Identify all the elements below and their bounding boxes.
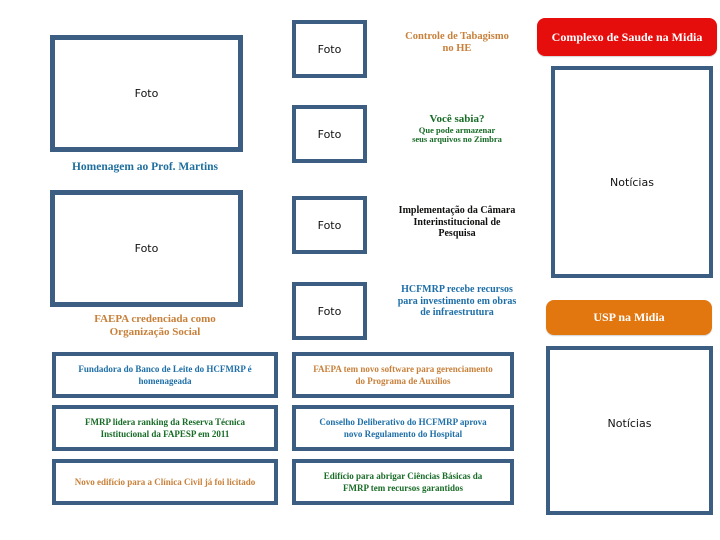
headline-faepa-credenciada: FAEPA credenciada como Organização Socia… [40, 313, 270, 339]
photo-placeholder-left-2[interactable]: Foto [50, 190, 243, 307]
news-card-line-2: do Programa de Auxílios [355, 376, 451, 386]
photo-caption: Foto [317, 218, 342, 232]
news-card-mid-2[interactable]: Conselho Deliberativo do HCFMRP aprova n… [292, 405, 514, 451]
photo-placeholder-mid-4[interactable]: Foto [292, 282, 367, 340]
news-box-label: Notícias [607, 417, 652, 430]
headline-line-3: de infraestrutura [420, 307, 494, 318]
news-card-line-1: Edifício para abrigar Ciências Básicas d… [323, 470, 483, 481]
photo-caption: Foto [317, 127, 342, 141]
news-box-complexo-saude[interactable]: Notícias [551, 66, 713, 278]
news-card-mid-1[interactable]: FAEPA tem novo software para gerenciamen… [292, 352, 514, 398]
headline-line-2: Organização Social [109, 326, 201, 339]
headline-line-2: Interinstitucional de [413, 216, 501, 228]
news-card-left-1[interactable]: Fundadora do Banco de Leite do HCFMRP é … [52, 352, 278, 398]
headline-line-1: Você sabia? [429, 113, 485, 125]
news-card-text: Novo edifício para a Clínica Civil já fo… [75, 476, 256, 488]
headline-line-3: seus arquivos no Zimbra [412, 134, 502, 145]
headline-homenagem: Homenagem ao Prof. Martins [71, 161, 219, 173]
photo-placeholder-left-1[interactable]: Foto [50, 35, 243, 152]
news-card-mid-3[interactable]: Edifício para abrigar Ciências Básicas d… [292, 459, 514, 505]
photo-caption: Foto [134, 87, 159, 100]
banner-complexo-saude-na-midia[interactable]: Complexo de Saude na Midia [537, 18, 717, 56]
news-card-line-2: homenageada [138, 376, 192, 386]
news-box-usp-midia[interactable]: Notícias [546, 346, 713, 515]
photo-caption: Foto [134, 242, 159, 255]
news-card-text: Fundadora do Banco de Leite do HCFMRP é … [78, 363, 251, 387]
news-card-text: Edifício para abrigar Ciências Básicas d… [324, 470, 483, 494]
headline-line-1: Controle de Tabagismo [405, 31, 509, 42]
photo-caption: Foto [317, 42, 342, 56]
headline-line-3: Pesquisa [438, 228, 476, 239]
news-card-line-2: FMRP tem recursos garantidos [342, 483, 464, 493]
news-card-text: Conselho Deliberativo do HCFMRP aprova n… [319, 416, 486, 440]
headline-line-2: Que pode armazenar [418, 124, 496, 135]
headline-line-1: Implementação da Câmara [398, 205, 516, 216]
news-card-left-3[interactable]: Novo edifício para a Clínica Civil já fo… [52, 459, 278, 505]
news-card-text: FMRP lidera ranking da Reserva Técnica I… [85, 416, 245, 440]
headline-line-2: para investimento em obras [397, 295, 517, 307]
headline-hcfmrp-recursos: HCFMRP recebe recursos para investimento… [378, 284, 536, 319]
banner-usp-na-midia[interactable]: USP na Midia [546, 300, 712, 335]
news-card-line-1: Conselho Deliberativo do HCFMRP aprova [319, 416, 487, 427]
news-card-line-1: Fundadora do Banco de Leite do HCFMRP é [78, 363, 252, 374]
news-card-line-1: FMRP lidera ranking da Reserva Técnica [84, 416, 246, 427]
headline-line-1: HCFMRP recebe recursos [401, 284, 513, 295]
news-card-line-2: novo Regulamento do Hospital [343, 429, 463, 439]
headline-camara-interinstitucional: Implementação da Câmara Interinstitucion… [378, 205, 536, 240]
news-card-line-1: FAEPA tem novo software para gerenciamen… [313, 363, 493, 374]
photo-placeholder-mid-3[interactable]: Foto [292, 196, 367, 254]
news-card-line-2: Institucional da FAPESP em 2011 [100, 429, 230, 439]
headline-controle-tabagismo: Controle de Tabagismo no HE [378, 31, 536, 55]
headline-line-1: FAEPA credenciada como [94, 313, 216, 325]
news-card-line-1: Novo edifício para a Clínica Civil já fo… [74, 476, 256, 487]
headline-line-2: no HE [442, 43, 472, 55]
photo-placeholder-mid-2[interactable]: Foto [292, 105, 367, 163]
photo-placeholder-mid-1[interactable]: Foto [292, 20, 367, 78]
photo-caption: Foto [317, 304, 342, 318]
news-card-left-2[interactable]: FMRP lidera ranking da Reserva Técnica I… [52, 405, 278, 451]
news-box-label: Notícias [610, 175, 654, 189]
headline-voce-sabia: Você sabia? Que pode armazenar seus arqu… [378, 113, 536, 145]
news-card-text: FAEPA tem novo software para gerenciamen… [313, 363, 493, 387]
